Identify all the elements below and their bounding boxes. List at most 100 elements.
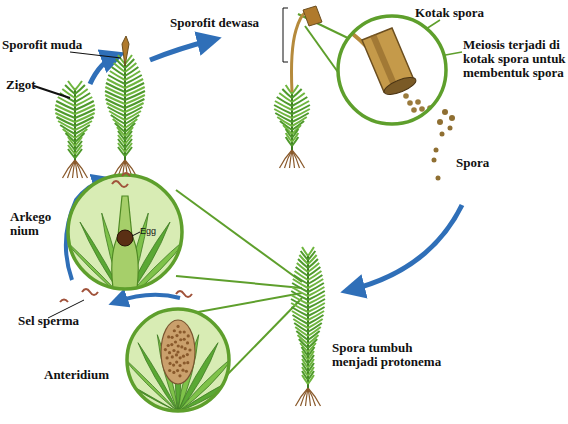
sperm-mother-cell — [178, 374, 181, 377]
egg-cell — [117, 230, 133, 246]
leaf — [125, 79, 143, 88]
moss-plants — [55, 55, 325, 406]
label: Zigot — [6, 78, 66, 92]
leaf — [112, 67, 125, 76]
rhizoid — [68, 160, 76, 178]
leaf — [125, 71, 140, 80]
sperm-mother-cell — [172, 349, 175, 352]
leaf — [118, 147, 125, 156]
cycle-arrow — [150, 40, 212, 60]
sperm-mother-cell — [177, 344, 180, 347]
leaf — [302, 375, 308, 384]
sperm-mother-cell — [176, 350, 179, 353]
sperm-mother-cell — [176, 369, 179, 372]
sperm-mother-cell — [171, 355, 174, 358]
spore — [431, 112, 437, 118]
leaf — [110, 71, 125, 80]
zoom-circle — [127, 309, 229, 411]
moss-plant — [291, 247, 325, 406]
leaf — [107, 79, 125, 88]
leaf — [308, 275, 322, 284]
sperm-mother-cell — [176, 325, 179, 328]
zoom-line — [176, 276, 302, 288]
leaf — [125, 75, 142, 84]
sperm-mother-cell — [184, 347, 187, 350]
sperm-mother-cell — [182, 355, 185, 358]
leaf — [308, 283, 324, 292]
leaf — [108, 75, 125, 84]
antheridium — [161, 320, 195, 384]
sperm-mother-cell — [178, 364, 181, 367]
sperm-mother-cell — [172, 363, 175, 366]
sporophyte-stalk — [292, 12, 307, 92]
rhizoid — [75, 160, 83, 178]
rhizoid — [73, 160, 76, 178]
leaf — [292, 97, 307, 106]
leaf — [294, 275, 308, 284]
rhizoid — [285, 150, 293, 168]
label: Sel sperma — [18, 314, 118, 328]
cycle-arrow — [350, 205, 462, 290]
label: Sporofit muda — [2, 38, 112, 52]
leaf — [292, 101, 309, 110]
spore — [419, 106, 425, 112]
leaf — [125, 83, 144, 92]
leaf — [292, 283, 308, 292]
leaf — [297, 263, 308, 272]
rhizoid — [308, 388, 316, 406]
sperm-mother-cell — [179, 330, 182, 333]
sperm-mother-cell — [175, 334, 178, 337]
moss-plant — [274, 85, 310, 168]
leaf — [75, 97, 92, 106]
sperm-mother-cell — [170, 343, 173, 346]
sperm-mother-cell — [168, 351, 171, 354]
leaf — [308, 287, 324, 296]
sperm-mother-cell — [173, 329, 176, 332]
leaf — [286, 137, 292, 146]
sperm-mother-cell — [168, 369, 171, 372]
bracket — [283, 8, 288, 62]
leaf — [75, 101, 94, 110]
sperm-mother-cell — [179, 356, 182, 359]
rhizoid — [63, 160, 76, 178]
label: Kotak spora — [415, 6, 515, 20]
leaf — [292, 287, 308, 296]
label: Sporofit dewasa — [170, 16, 280, 30]
sperm-mother-cell — [183, 338, 186, 341]
archegonium — [112, 196, 139, 296]
sperm-mother-cell — [166, 356, 169, 359]
falling-spores — [432, 109, 456, 181]
leaf — [295, 271, 308, 280]
sperm-mother-cell — [180, 345, 183, 348]
sperm-mother-cell — [179, 338, 182, 341]
sperm-mother-cell — [183, 330, 186, 333]
sperm-mother-cell — [185, 370, 188, 373]
sperm-mother-cell — [174, 340, 177, 343]
leaf — [58, 97, 75, 106]
rhizoid — [308, 388, 321, 406]
leaf — [106, 83, 125, 92]
spore-capsule — [303, 6, 322, 26]
zoom-line — [222, 298, 302, 380]
leaf — [308, 375, 314, 384]
rhizoid — [306, 388, 309, 406]
leaf — [308, 279, 323, 288]
sperm-mother-cell — [186, 341, 189, 344]
leaf — [68, 149, 75, 158]
rhizoid — [280, 150, 293, 168]
rhizoid — [75, 160, 88, 178]
spore — [403, 93, 409, 99]
pointer-line — [70, 52, 121, 58]
leaf — [56, 101, 75, 110]
sperm-mother-cell — [187, 334, 190, 337]
rhizoid — [301, 388, 309, 406]
spore — [411, 107, 417, 113]
cycle-arrow — [90, 56, 116, 84]
sperm-mother-cell — [172, 371, 175, 374]
leaf — [75, 149, 82, 158]
leaf — [296, 267, 308, 276]
leaf — [125, 67, 138, 76]
sperm-mother-cell — [171, 336, 174, 339]
pointer-line — [34, 86, 70, 98]
